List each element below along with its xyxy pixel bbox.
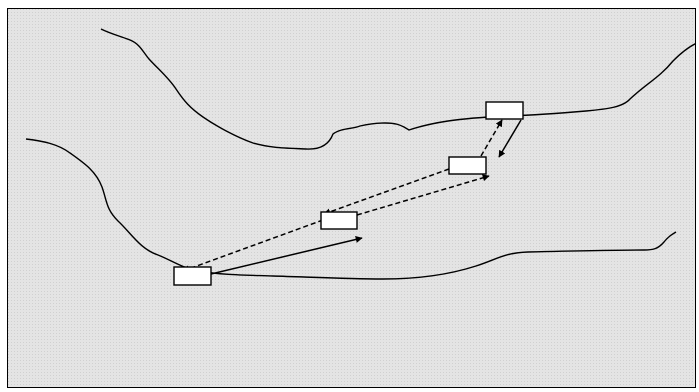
connector-node-3-to-node-4-dashed xyxy=(480,119,503,157)
connector-node-1-to-node-2-solid xyxy=(210,236,363,275)
route-diagram xyxy=(8,9,695,387)
upper-boundary-curve xyxy=(100,28,695,150)
connector-node-3-to-node-2-dashed xyxy=(323,168,450,216)
route-node-2 xyxy=(320,211,358,230)
connector-node-4-to-node-3-solid xyxy=(498,119,522,158)
diagram-frame xyxy=(7,8,696,388)
connector-node-2-to-node-1-dashed xyxy=(182,219,324,273)
route-node-3 xyxy=(448,156,487,175)
diagram-background xyxy=(8,9,695,387)
lower-boundary-curve xyxy=(25,138,677,280)
connections-layer xyxy=(182,119,522,275)
route-node-4 xyxy=(485,101,524,120)
connector-node-2-to-node-3-dashed xyxy=(356,174,490,216)
route-node-1 xyxy=(173,266,212,286)
